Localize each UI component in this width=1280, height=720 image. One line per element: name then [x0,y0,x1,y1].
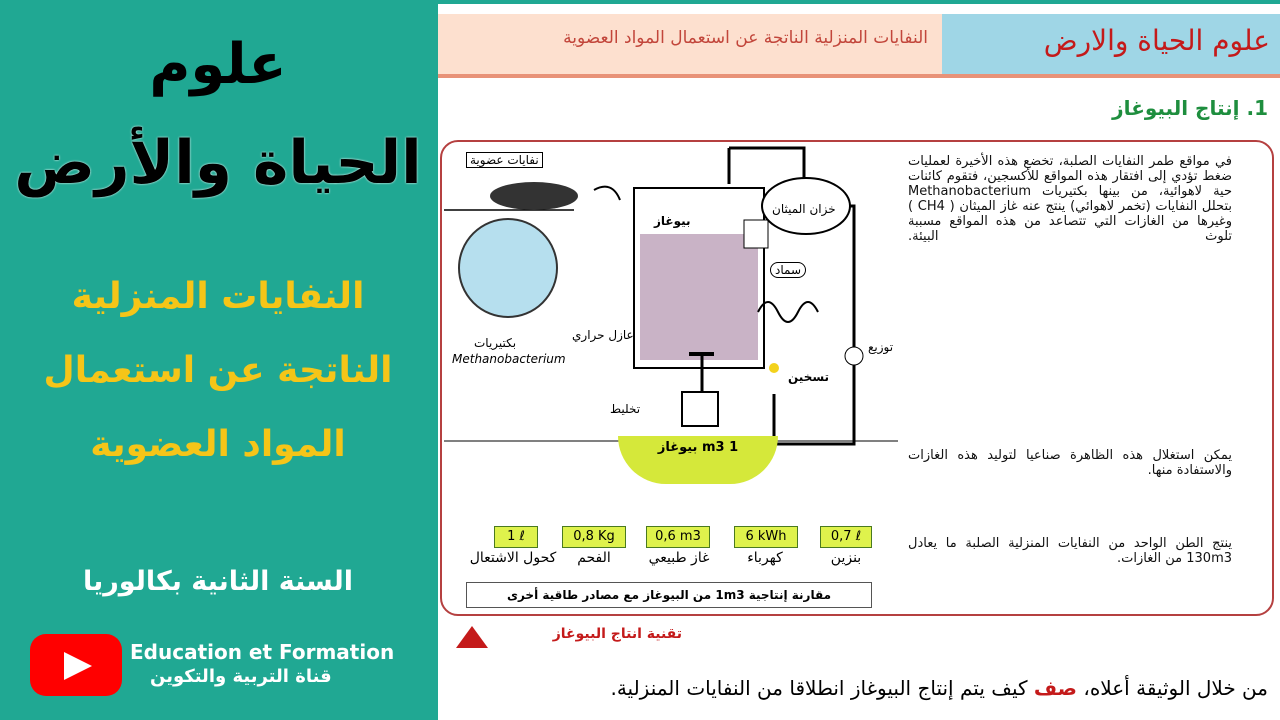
energy-value-coal: 0,8 Kg [562,526,626,548]
section-title: 1. إنتاج البيوغاز [1112,96,1268,120]
play-icon [64,652,92,680]
bacteria-magnified-icon [458,218,558,318]
energy-label-coal: الفحم [577,550,611,566]
youtube-logo-icon [30,634,122,696]
energy-label-petrol: بنزين [830,550,862,566]
red-triangle-icon [456,626,488,648]
question-emphasis: صف [1033,676,1078,700]
energy-label-electricity: كهرباء [747,550,783,566]
document-panel: النفايات المنزلية الناتجة عن استعمال الم… [438,4,1280,720]
subtitle-line-3: المواد العضوية [90,424,346,465]
dome-label: 1 m3 بيوغاز [657,440,739,455]
paragraph-3: ينتج الطن الواحد من النفايات المنزلية ال… [908,536,1232,566]
title-line-2: الحياة والأرض [14,128,422,198]
figure-caption: تقنية انتاج البيوغاز [552,626,682,642]
header-divider [438,74,1280,78]
paragraph-2: يمكن استغلال هذه الظاهرة صناعيا لتوليد ه… [908,448,1232,478]
title-line-1: علوم [149,32,287,97]
header-right-band [942,14,1280,78]
question-before: من خلال الوثيقة أعلاه، [1083,676,1268,700]
energy-value-alcohol: 1 ℓ [494,526,538,548]
energy-value-petrol: 0,7 ℓ [820,526,872,548]
energy-comparison-caption: مقارنة إنتاجية 1m3 من البيوغاز مع مصادر … [466,582,872,608]
label-heating: تسخين [788,370,830,384]
label-methane-tank: خزان الميثان [772,202,836,216]
label-insulation: عازل حراري [572,328,634,342]
label-fertilizer: سماد [770,262,806,278]
question-text: من خلال الوثيقة أعلاه، صف كيف يتم إنتاج … [446,676,1268,700]
energy-value-natural-gas: 0,6 m3 [646,526,710,548]
biogas-diagram: نفايات عضوية بيوغاز خزان الميثان سماد عا… [444,144,898,449]
brand-english: Education et Formation [130,640,395,664]
header-left-band [438,14,942,78]
label-bacteria-latin: Methanobacterium [452,352,566,366]
left-panel: علوم الحياة والأرض النفايات المنزلية الن… [0,0,436,720]
document-frame [440,140,1274,616]
header-subject-title: علوم الحياة والارض [1043,24,1270,57]
label-distribution: توزيع [868,340,894,354]
label-bacteria: بكتيريات [474,336,517,350]
subtitle-line-2: الناتجة عن استعمال [43,350,393,391]
label-mixing: تخليط [610,402,641,416]
year-label: السنة الثانية بكالوريا [82,566,353,597]
biogas-digester-illustration [444,146,898,446]
biogas-dome [618,436,778,484]
brand-arabic: قناة التربية والتكوين [150,666,332,687]
header-lesson-title: النفايات المنزلية الناتجة عن استعمال الم… [563,28,928,48]
label-organic-waste: نفايات عضوية [466,152,543,168]
energy-label-alcohol: كحول الاشتعال [469,550,557,566]
question-after: كيف يتم إنتاج البيوغاز انطلاقا من النفاي… [610,676,1028,700]
subtitle-line-1: النفايات المنزلية [71,276,365,317]
energy-value-electricity: 6 kWh [734,526,798,548]
energy-label-natural-gas: غاز طبيعي [648,550,710,566]
paragraph-1: في مواقع طمر النفايات الصلبة، تخضع هذه ا… [908,154,1232,244]
label-biogas: بيوغاز [654,214,691,228]
